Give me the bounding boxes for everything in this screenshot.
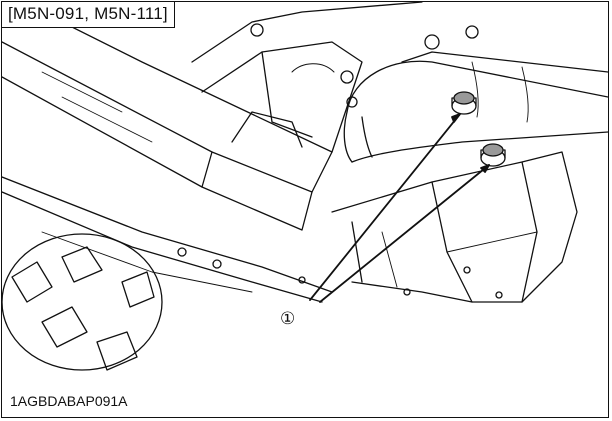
drain-plug-upper [451, 91, 477, 115]
model-designation-label: [M5N-091, M5N-111] [2, 2, 175, 28]
transmission-housing [191, 2, 423, 153]
callout-number: ① [280, 309, 295, 328]
callout-leader-lines [309, 113, 490, 303]
oil-pan-housing [331, 151, 578, 303]
tractor-underside-illustration: ① [2, 2, 608, 371]
figure-code: 1AGBDABAP091A [10, 393, 128, 409]
linkage-rods [2, 176, 333, 303]
drain-plug-lower [480, 143, 506, 167]
main-frame-beam [2, 2, 333, 231]
front-tire [2, 233, 163, 371]
rear-axle-case [343, 25, 608, 163]
